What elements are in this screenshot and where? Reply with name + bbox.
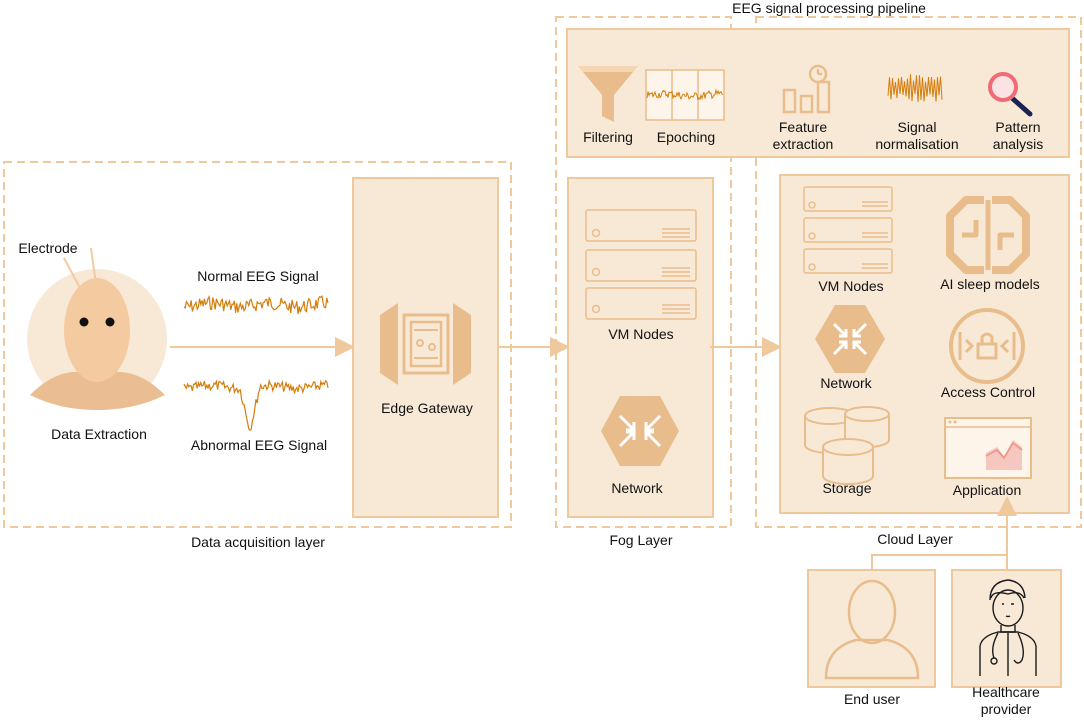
connector-end-user-to-app xyxy=(871,554,1007,570)
epoch-signal-icon xyxy=(645,69,725,121)
edge-gateway-label: Edge Gateway xyxy=(381,400,473,416)
normal-eeg-signal-trace xyxy=(183,294,329,315)
ai-sleep-models-label: AI sleep models xyxy=(940,276,1040,292)
pattern-analysis-label: Pattern analysis xyxy=(992,119,1044,152)
electrode-label: Electrode xyxy=(18,240,78,256)
filtering-label: Filtering xyxy=(583,129,633,145)
end-user-avatar-icon xyxy=(824,579,920,680)
acquisition-layer-boundary xyxy=(3,161,512,528)
storage-icon xyxy=(804,406,890,485)
access-control-label: Access Control xyxy=(940,384,1036,400)
feature-extraction-label: Feature extraction xyxy=(772,119,834,152)
doctor-icon xyxy=(979,579,1037,676)
cloud-layer-boundary xyxy=(755,16,1082,528)
provider-box xyxy=(951,569,1062,688)
fog-server-stack-icon xyxy=(585,209,697,320)
access-control-icon xyxy=(949,308,1025,384)
head-icon xyxy=(27,247,167,410)
cloud-layer-label: Cloud Layer xyxy=(877,531,953,547)
ai-brain-icon xyxy=(946,196,1030,274)
normal-signal-label: Normal EEG Signal xyxy=(197,268,319,284)
cloud-network-icon xyxy=(815,305,885,373)
normalised-signal-icon xyxy=(887,74,943,103)
bar-chart-clock-icon xyxy=(782,64,831,114)
application-icon xyxy=(944,417,1032,479)
cloud-vm-nodes-label: VM Nodes xyxy=(818,278,884,294)
epoching-label: Epoching xyxy=(656,129,716,145)
end-user-box xyxy=(807,569,936,688)
cloud-server-stack-icon xyxy=(803,186,893,274)
magnifier-icon xyxy=(988,72,1033,117)
fog-network-icon xyxy=(601,396,679,466)
fog-layer-label: Fog Layer xyxy=(609,532,673,548)
storage-label: Storage xyxy=(822,480,872,496)
signal-normalisation-label: Signal normalisation xyxy=(875,119,959,152)
application-label: Application xyxy=(952,482,1022,498)
fog-vm-nodes-label: VM Nodes xyxy=(608,326,674,342)
healthcare-provider-label: Healthcare provider xyxy=(972,684,1040,717)
edge-gateway-icon xyxy=(380,303,471,385)
fog-layer-boundary xyxy=(555,16,732,528)
fog-network-label: Network xyxy=(611,480,663,496)
pipeline-title: EEG signal processing pipeline xyxy=(732,0,926,16)
abnormal-eeg-signal-trace xyxy=(183,378,329,431)
funnel-icon xyxy=(578,66,638,122)
end-user-label: End user xyxy=(843,691,901,707)
acquisition-layer-label: Data acquisition layer xyxy=(191,534,325,550)
abnormal-signal-label: Abnormal EEG Signal xyxy=(190,437,328,453)
cloud-network-label: Network xyxy=(820,375,872,391)
fog-nodes-box xyxy=(567,177,714,518)
data-extraction-label: Data Extraction xyxy=(51,426,147,442)
